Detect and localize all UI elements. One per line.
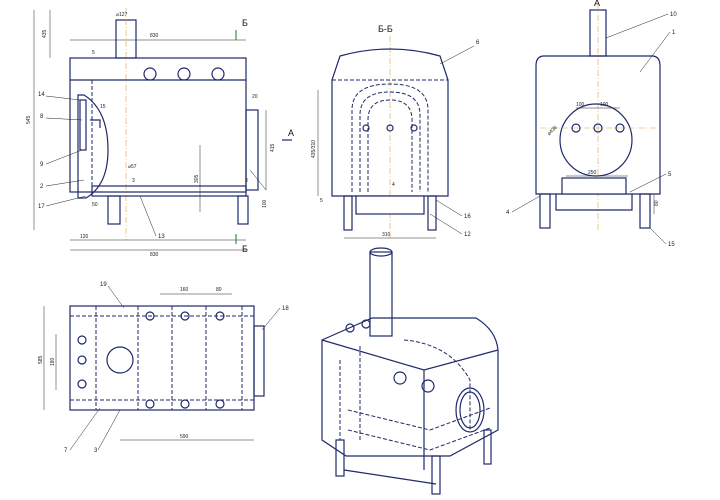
dim-590: 590 [180,434,189,440]
callout-5: 5 [668,172,672,178]
leg [431,455,441,495]
callout-15: 15 [668,242,675,248]
callout-3: 3 [94,448,98,454]
flue-hole [106,346,134,374]
stove-body [69,57,247,193]
leg [107,195,121,225]
callout-7: 7 [64,448,68,454]
view-arrow-label: А [288,128,294,138]
door [77,94,109,199]
front-view: ⌀127 435 830 5 545 15 20 415 305 ⌀57 3 3… [26,8,294,258]
dim-100-right: 100 [600,102,609,108]
dim-4: 4 [392,182,395,188]
side-view-arrow: А [594,0,600,8]
dim-180: 180 [50,357,56,366]
dim-5: 5 [320,198,323,204]
dim-5: 5 [92,50,95,56]
callout-16: 16 [464,214,471,220]
dim-310: 310 [382,232,391,238]
leg [639,193,651,229]
dim-415: 415 [270,143,276,152]
dim-15: 15 [100,104,106,110]
firebox-circle [559,103,633,177]
callout-13: 13 [158,234,165,240]
chimney [369,251,393,337]
dim-435-310: 435/310 [311,140,317,158]
leg [483,429,492,465]
side-outline [535,55,661,195]
side-view: А 100 100 ⌀436 250 80 10 1 5 4 15 [506,0,677,248]
leg [427,195,437,231]
dim-height-435: 435 [42,29,48,38]
callout-6: 6 [476,40,480,46]
iso-door [455,387,485,433]
dim-80: 80 [654,200,660,206]
dim-120: 120 [80,234,89,240]
dim-100-left: 100 [576,102,585,108]
leg [539,193,551,229]
leg [237,195,249,225]
callout-14: 14 [38,92,45,98]
dim-57: ⌀57 [128,164,137,170]
dim-160: 160 [180,287,189,293]
dim-20: 20 [252,94,258,100]
dim-width-bottom: 830 [150,252,159,258]
iso-body [321,317,499,457]
callout-12: 12 [464,232,471,238]
section-title: Б-Б [378,24,393,34]
callout-19: 19 [100,282,107,288]
callout-10: 10 [670,12,677,18]
dim-585: 585 [38,355,44,364]
top-outline [69,305,255,411]
dim-305: 305 [194,174,200,183]
callout-8: 8 [40,114,44,120]
dim-chimney-diameter: ⌀127 [116,12,128,18]
leg [343,195,353,231]
section-mark-top: Б [242,18,248,28]
callout-1: 1 [672,30,676,36]
callout-9: 9 [40,162,44,168]
callout-18: 18 [282,306,289,312]
dim-diameter-436: ⌀436 [546,125,558,137]
dim-3-right: 3 [245,178,248,184]
top-vent-hole [177,67,191,81]
section-outline [331,48,449,197]
dim-100: 100 [262,199,268,208]
top-vent-hole [143,67,157,81]
top-vent-hole [211,67,225,81]
callout-2: 2 [40,184,44,190]
dim-width-top: 830 [150,33,159,39]
dim-50: 50 [92,202,98,208]
callout-17: 17 [38,204,45,210]
dim-3-left: 3 [132,178,135,184]
dim-80: 80 [216,287,222,293]
section-view: Б-Б 435/310 4 5 310 6 16 12 [311,24,480,239]
section-mark-bottom: Б [242,244,248,254]
isometric-view [321,247,499,495]
callout-4: 4 [506,210,510,216]
top-view: 160 80 585 180 590 19 18 7 3 [38,282,289,454]
dim-250: 250 [588,170,597,176]
dim-overall-height: 545 [26,115,32,124]
leg [335,439,345,477]
